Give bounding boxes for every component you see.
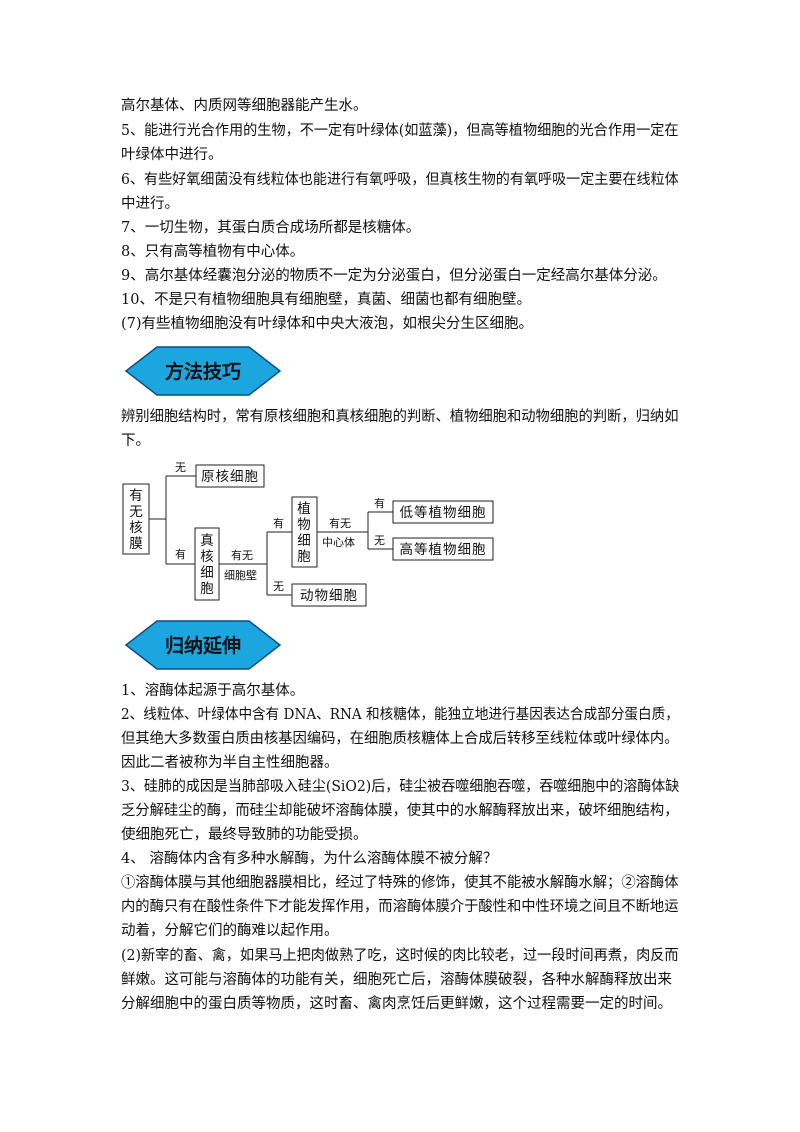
- cell-classification-diagram: 有 无 核 膜 无 有 原核细胞 真 核 细 胞 有无 细胞壁 有 无 植 物 …: [122, 461, 494, 607]
- text-line: 4、 溶酶体内含有多种水解酶，为什么溶酶体膜不被分解？: [121, 851, 498, 867]
- root-label-char: 膜: [129, 536, 143, 552]
- text-line: 分解细胞中的蛋白质等物质，这时畜、禽肉烹饪后更鲜嫩，这个过程需要一定的时间。: [121, 996, 672, 1012]
- text-line: 6、有些好氧细菌没有线粒体也能进行有氧呼吸，但真核生物的有氧呼吸一定主要在线粒体: [121, 172, 679, 188]
- section-banner-summary: 归纳延伸: [124, 620, 282, 670]
- plant-label-char: 物: [297, 517, 311, 533]
- lower-plant-label: 低等植物细胞: [400, 504, 487, 521]
- wall-yes-label: 有: [273, 516, 284, 530]
- higher-plant-label: 高等植物细胞: [400, 541, 487, 558]
- branch-no-label: 无: [175, 461, 186, 474]
- wall-no-label: 无: [273, 580, 284, 593]
- root-label-char: 有: [129, 488, 143, 504]
- root-label-char: 核: [129, 520, 143, 536]
- text-line: 7、一切生物，其蛋白质合成场所都是核糖体。: [121, 220, 421, 236]
- text-line: 8、只有高等植物有中心体。: [121, 244, 305, 260]
- text-line: 中进行。: [121, 196, 179, 212]
- banner-diamond-shape: [124, 346, 282, 396]
- root-label-char: 无: [129, 504, 143, 520]
- centrosome-yes-label: 有: [374, 496, 385, 510]
- text-line: 5、能进行光合作用的生物，不一定有叶绿体(如蓝藻)，但高等植物细胞的光合作用一定…: [121, 123, 679, 139]
- text-line: 鲜嫩。这可能与溶酶体的功能有关，细胞死亡后，溶酶体膜破裂，各种水解酶释放出来: [121, 972, 672, 988]
- banner-diamond-shape: [124, 620, 282, 670]
- cell-wall-question: 细胞壁: [224, 568, 257, 582]
- animal-label: 动物细胞: [300, 588, 358, 604]
- eukaryote-label-char: 细: [200, 565, 214, 581]
- text-line: 辨别细胞结构时，常有原核细胞和真核细胞的判断、植物细胞和动物细胞的判断，归纳如: [121, 409, 679, 425]
- text-line: 2、线粒体、叶绿体中含有 DNA、RNA 和核糖体，能独立地进行基因表达合成部分…: [121, 707, 679, 723]
- text-line: 10、不是只有植物细胞具有细胞壁，真菌、细菌也都有细胞壁。: [121, 292, 531, 308]
- text-line: (7)有些植物细胞没有叶绿体和中央大液泡，如根尖分生区细胞。: [121, 316, 534, 332]
- text-line: 使细胞死亡，最终导致肺的功能受损。: [121, 827, 368, 843]
- text-line: 3、硅肺的成因是当肺部吸入硅尘(SiO2)后，硅尘被吞噬细胞吞噬，吞噬细胞中的溶…: [121, 779, 680, 795]
- cell-wall-question: 有无: [231, 548, 253, 562]
- centrosome-question: 有无: [329, 516, 351, 530]
- text-line: (2)新宰的畜、禽，如果马上把肉做熟了吃，这时候的肉比较老，过一段时间再煮，肉反…: [121, 948, 679, 964]
- prokaryote-label: 原核细胞: [201, 469, 259, 485]
- text-line: 乏分解硅尘的酶，而硅尘却能破坏溶酶体膜，使其中的水解酶释放出来，破坏细胞结构，: [121, 803, 679, 819]
- eukaryote-label-char: 核: [200, 549, 214, 565]
- text-line: ①溶酶体膜与其他细胞器膜相比，经过了特殊的修饰，使其不能被水解酶水解；②溶酶体: [121, 875, 679, 891]
- text-line: 因此二者被称为半自主性细胞器。: [121, 755, 339, 771]
- text-line: 内的酶只有在酸性条件下才能发挥作用，而溶酶体膜介于酸性和中性环境之间且不断地运: [121, 899, 679, 915]
- text-line: 叶绿体中进行。: [121, 147, 223, 163]
- plant-label-char: 胞: [297, 549, 311, 565]
- text-line: 9、高尔基体经囊泡分泌的物质不一定为分泌蛋白，但分泌蛋白一定经高尔基体分泌。: [121, 268, 667, 284]
- banner-title: 归纳延伸: [165, 634, 241, 657]
- eukaryote-label-char: 真: [200, 533, 214, 549]
- section-banner-methods: 方法技巧: [124, 346, 282, 396]
- plant-label-char: 植: [297, 501, 311, 517]
- text-line: 动着，分解它们的酶难以起作用。: [121, 923, 339, 939]
- plant-label-char: 细: [297, 533, 311, 549]
- text-line: 但其绝大多数蛋白质由核基因编码，在细胞质核糖体上合成后转移至线粒体或叶绿体内。: [121, 731, 679, 747]
- branch-yes-label: 有: [175, 547, 186, 561]
- centrosome-no-label: 无: [374, 534, 385, 547]
- text-line: 下。: [121, 433, 150, 449]
- eukaryote-label-char: 胞: [200, 581, 214, 597]
- centrosome-question: 中心体: [322, 535, 355, 549]
- text-line: 高尔基体、内质网等细胞器能产生水。: [121, 98, 368, 114]
- banner-title: 方法技巧: [165, 360, 241, 383]
- text-line: 1、溶酶体起源于高尔基体。: [121, 683, 305, 699]
